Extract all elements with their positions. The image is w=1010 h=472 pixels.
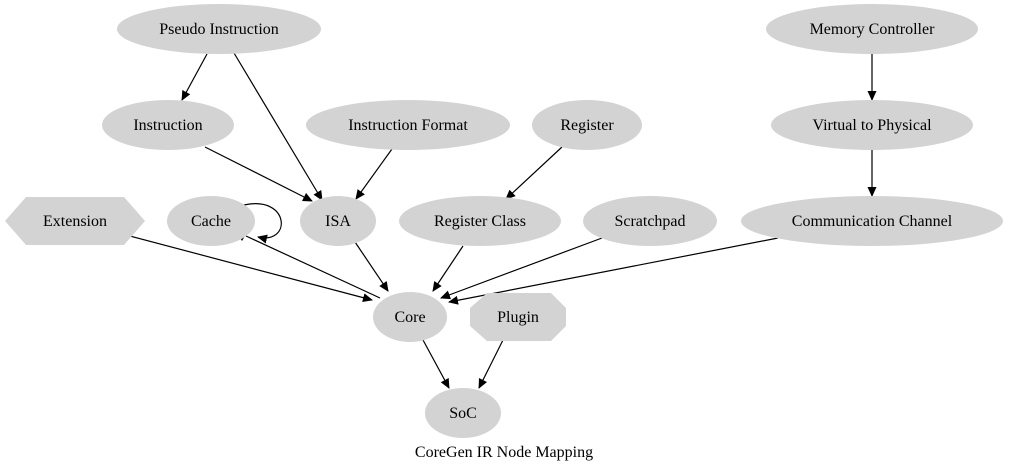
node-shape [532,100,642,150]
node-label: Virtual to Physical [812,117,932,134]
edge-cache-to-core [245,235,381,299]
node-label: Plugin [497,309,539,326]
node-shape [741,196,1003,246]
node-shape [117,4,321,54]
node-label: Instruction Format [348,117,468,134]
node-label: Register [560,117,614,134]
node-shape [583,196,717,246]
node-shape [771,100,973,150]
node-scratchpad: Scratchpad [583,196,717,246]
node-shape [766,4,978,54]
node-communication-channel: Communication Channel [741,196,1003,246]
node-instruction-format: Instruction Format [306,100,510,150]
node-label: Register Class [434,213,526,230]
node-register: Register [532,100,642,150]
edge-cache-self-loop [243,203,282,244]
edge-communication-channel-to-core [448,237,779,305]
edge-register-to-register-class [505,146,563,200]
graph-caption: CoreGen IR Node Mapping [415,444,593,461]
node-label: Core [394,309,425,326]
node-label: Scratchpad [614,213,685,230]
edge-plugin-to-soc [478,339,504,389]
node-shape [399,196,561,246]
node-core: Core [373,292,447,342]
node-shape [470,293,566,341]
edge-instruction-to-isa [204,146,313,202]
node-shape [425,388,501,438]
node-label: SoC [449,405,477,422]
node-shape [300,196,376,246]
node-pseudo-instruction: Pseudo Instruction [117,4,321,54]
node-shape [167,196,255,246]
node-shape [102,100,234,150]
node-shape [306,100,510,150]
node-label: Extension [43,213,107,230]
node-register-class: Register Class [399,196,561,246]
node-cache: Cache [167,196,255,246]
node-label: Instruction [133,117,202,134]
edge-extension-to-core [125,234,373,303]
edge-core-to-soc [422,339,450,389]
node-instruction: Instruction [102,100,234,150]
edge-pseudo-instruction-to-instruction [181,53,208,101]
node-label: Memory Controller [810,21,936,38]
node-extension: Extension [5,197,145,245]
node-virtual-to-physical: Virtual to Physical [771,100,973,150]
node-soc: SoC [425,388,501,438]
node-shape [373,292,447,342]
node-memory-controller: Memory Controller [766,4,978,54]
node-label: Cache [191,213,231,230]
node-plugin: Plugin [470,293,566,341]
node-label: Communication Channel [792,213,953,230]
edge-pseudo-instruction-to-isa [233,52,323,201]
node-label: ISA [325,213,351,230]
edge-scratchpad-to-core [440,237,603,300]
edge-isa-to-core [354,241,389,292]
node-label: Pseudo Instruction [159,21,279,38]
node-shape [5,197,145,245]
edge-instruction-format-to-isa [355,148,393,200]
node-isa: ISA [300,196,376,246]
edge-register-class-to-core [432,245,464,292]
